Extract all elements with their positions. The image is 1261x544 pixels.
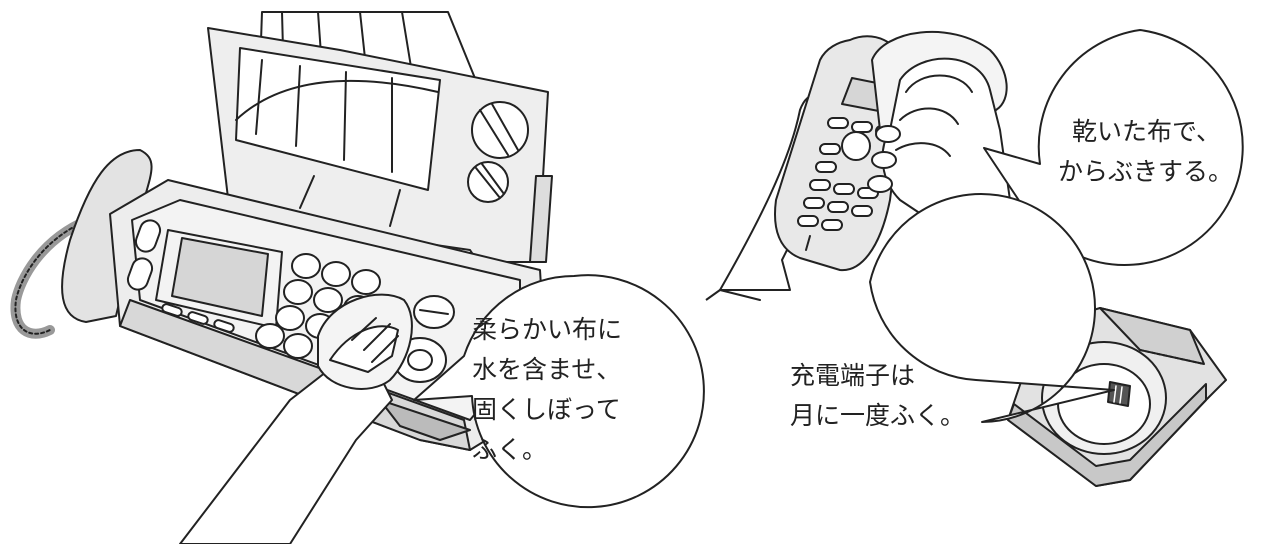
bubble-charger-line-1: 充電端子は: [790, 361, 915, 390]
fax-side-button: [126, 257, 154, 291]
charger-terminal: [1107, 381, 1131, 407]
hand-with-cloth-left: [179, 293, 413, 544]
bubble-charger-line-2: 月に一度ふく。: [790, 401, 965, 430]
bubble-fax-line-4: ふく。: [472, 435, 547, 464]
speech-bubble-fax-cleaning: 柔らかい布に 水を含ませ、 固くしぼって ふく。: [413, 274, 705, 509]
bubble-fax-line-2: 水を含ませ、: [472, 355, 621, 384]
speech-bubble-handset-cleaning: 乾いた布で、 からぶきする。: [983, 29, 1244, 267]
fax-lcd-screen: [171, 237, 269, 317]
bubble-fax-line-3: 固くしぼって: [472, 395, 621, 424]
speech-bubble-charger-terminal: 充電端子は 月に一度ふく。: [790, 193, 1115, 430]
fax-side-button: [134, 219, 162, 253]
bubble-handset-line-2: からぶきする。: [1058, 157, 1233, 186]
bubble-fax-line-1: 柔らかい布に: [472, 315, 622, 344]
cordless-handset: [719, 30, 1041, 301]
fax-handset: [61, 149, 153, 323]
bubble-handset-line-1: 乾いた布で、: [1072, 117, 1221, 146]
